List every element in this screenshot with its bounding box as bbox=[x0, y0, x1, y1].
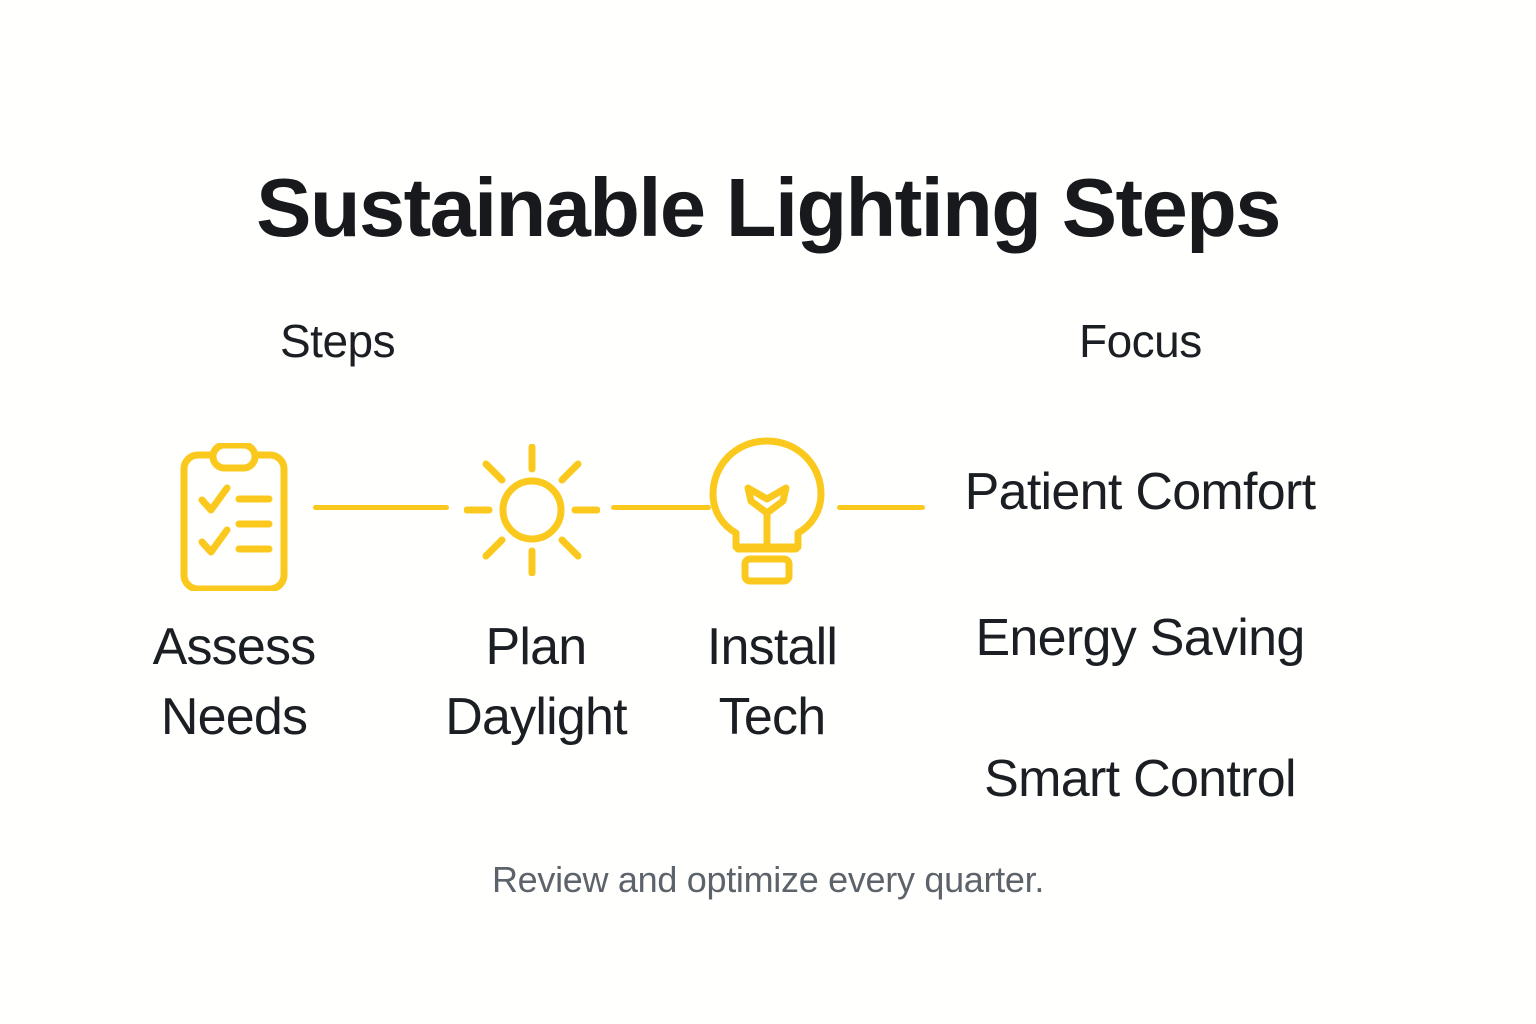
column-header-focus: Focus bbox=[1079, 315, 1202, 367]
focus-item-patient-comfort: Patient Comfort bbox=[964, 463, 1316, 521]
step-label-plan-daylight: Plan Daylight bbox=[445, 618, 627, 746]
lightbulb-icon bbox=[704, 437, 830, 585]
focus-item-smart-control: Smart Control bbox=[984, 750, 1296, 808]
footer-note: Review and optimize every quarter. bbox=[491, 859, 1045, 900]
step-label-install-tech: Install Tech bbox=[706, 618, 838, 746]
clipboard-checklist-icon bbox=[175, 441, 293, 593]
sun-icon bbox=[463, 443, 601, 577]
connector-line-3 bbox=[837, 505, 925, 510]
connector-line-2 bbox=[611, 505, 711, 510]
column-header-steps: Steps bbox=[280, 315, 396, 367]
step-label-assess-needs: Assess Needs bbox=[152, 618, 317, 746]
page-title: Sustainable Lighting Steps bbox=[256, 160, 1281, 254]
connector-line-1 bbox=[313, 505, 449, 510]
focus-item-energy-saving: Energy Saving bbox=[975, 609, 1305, 667]
